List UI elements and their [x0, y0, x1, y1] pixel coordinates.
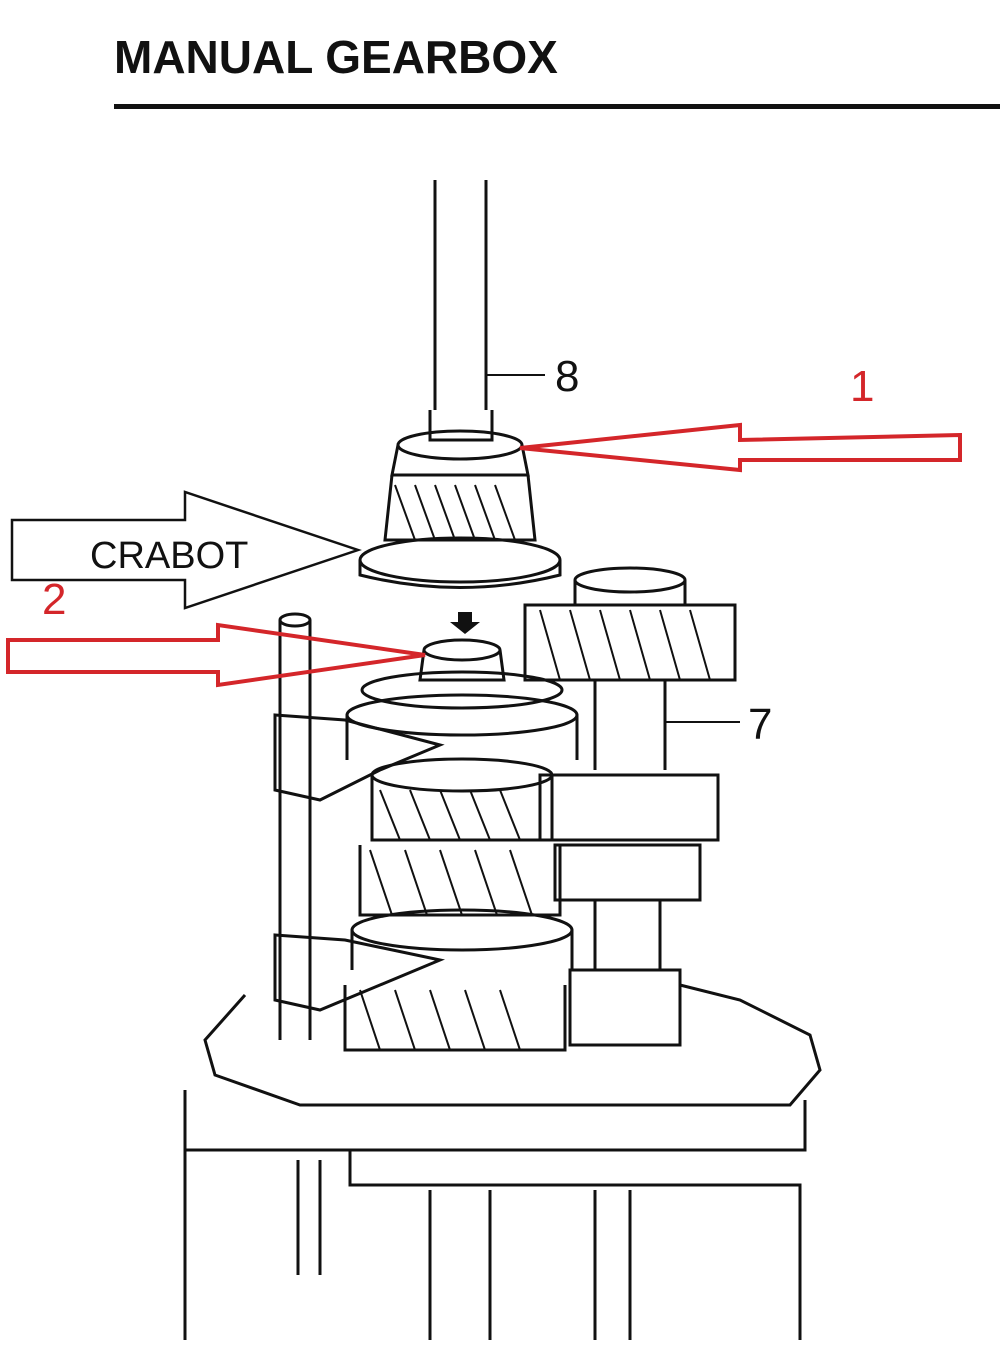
part-8-label: 8: [555, 352, 580, 401]
shift-rod: [273, 612, 446, 1040]
arrow-2-label: 2: [42, 575, 67, 624]
page-title: MANUAL GEARBOX: [114, 31, 558, 83]
crabot-arrow: [10, 490, 362, 610]
red-arrow-2: [6, 622, 426, 688]
gearbox-housing: [183, 983, 822, 1340]
input-shaft: [428, 180, 545, 442]
title-rule: [114, 104, 1000, 109]
crabot-label: CRABOT: [90, 535, 249, 577]
part-7-label: 7: [748, 700, 773, 749]
input-gear: [358, 429, 562, 589]
main-shaft-gear-stack: [343, 638, 579, 1052]
red-arrow-1: [519, 422, 962, 473]
arrow-1-label: 1: [850, 362, 875, 411]
down-arrow-icon: [450, 612, 480, 634]
layshaft: [523, 566, 740, 1047]
